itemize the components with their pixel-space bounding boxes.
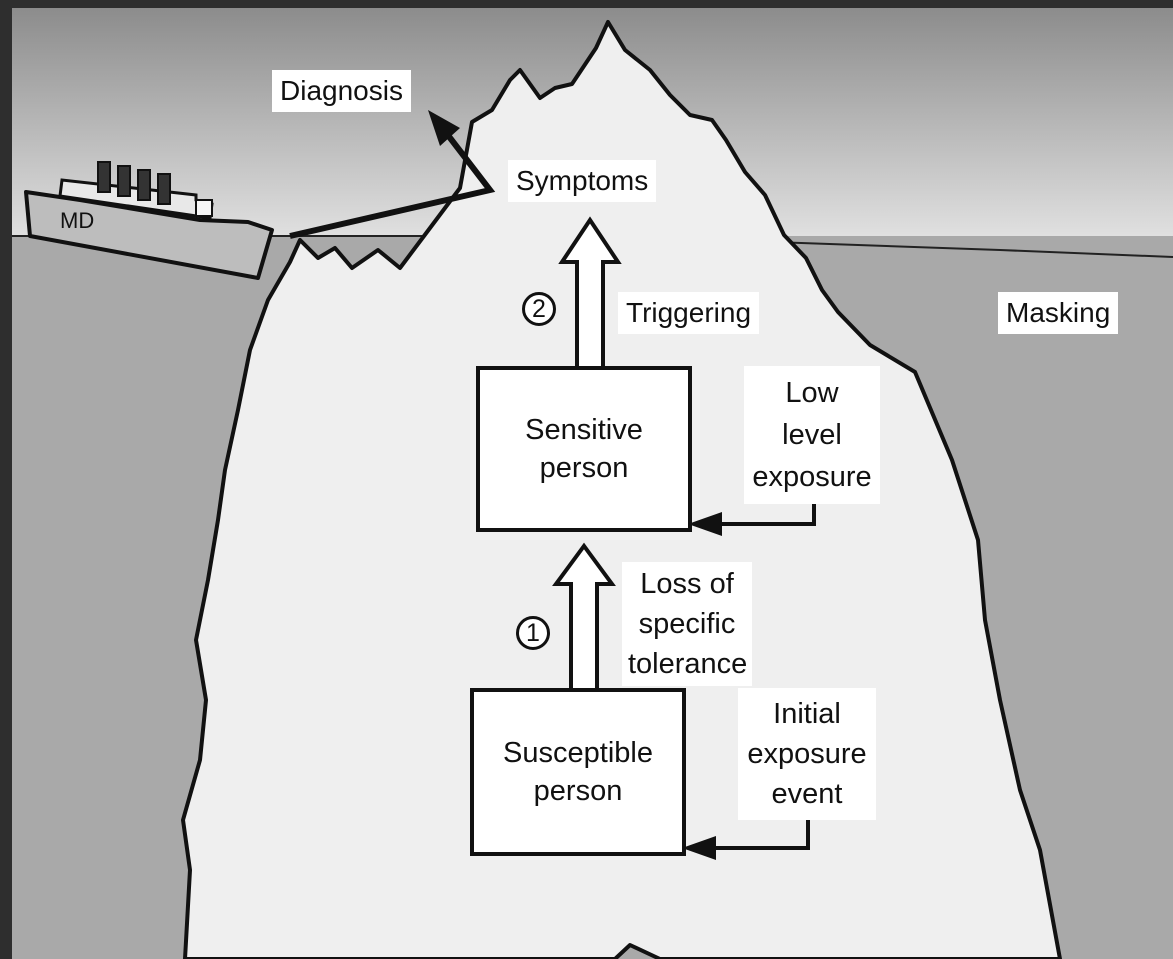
- diagnosis-label: Diagnosis: [272, 70, 411, 112]
- susceptible-person-line2: person: [534, 772, 623, 810]
- loss-of-tolerance-line1: Loss of: [628, 564, 746, 604]
- initial-exposure-line2: exposure: [744, 734, 870, 774]
- initial-exposure-line3: event: [744, 774, 870, 814]
- susceptible-person-line1: Susceptible: [503, 734, 653, 772]
- low-level-exposure-line2: level: [750, 414, 874, 456]
- step-one-number: 1: [526, 619, 540, 647]
- triggering-text: Triggering: [626, 297, 751, 328]
- initial-exposure-label: Initial exposure event: [738, 688, 876, 820]
- sensitive-person-line2: person: [540, 449, 629, 487]
- initial-exposure-line1: Initial: [744, 694, 870, 734]
- loss-of-tolerance-label: Loss of specific tolerance: [622, 562, 752, 686]
- ship-label: MD: [60, 208, 94, 233]
- symptoms-text: Symptoms: [516, 165, 648, 196]
- diagnosis-text: Diagnosis: [280, 75, 403, 106]
- step-two-number: 2: [532, 295, 546, 323]
- step-two-badge: 2: [522, 292, 556, 326]
- symptoms-label: Symptoms: [508, 160, 656, 202]
- low-level-exposure-line3: exposure: [750, 456, 874, 498]
- susceptible-person-box: Susceptible person: [470, 688, 686, 856]
- triggering-label: Triggering: [618, 292, 759, 334]
- sensitive-person-line1: Sensitive: [525, 411, 643, 449]
- sensitive-person-box: Sensitive person: [476, 366, 692, 532]
- step-one-badge: 1: [516, 616, 550, 650]
- loss-of-tolerance-line2: specific: [628, 604, 746, 644]
- loss-of-tolerance-line3: tolerance: [628, 644, 746, 684]
- masking-text: Masking: [1006, 297, 1110, 328]
- low-level-exposure-line1: Low: [750, 372, 874, 414]
- masking-label: Masking: [998, 292, 1118, 334]
- low-level-exposure-label: Low level exposure: [744, 366, 880, 504]
